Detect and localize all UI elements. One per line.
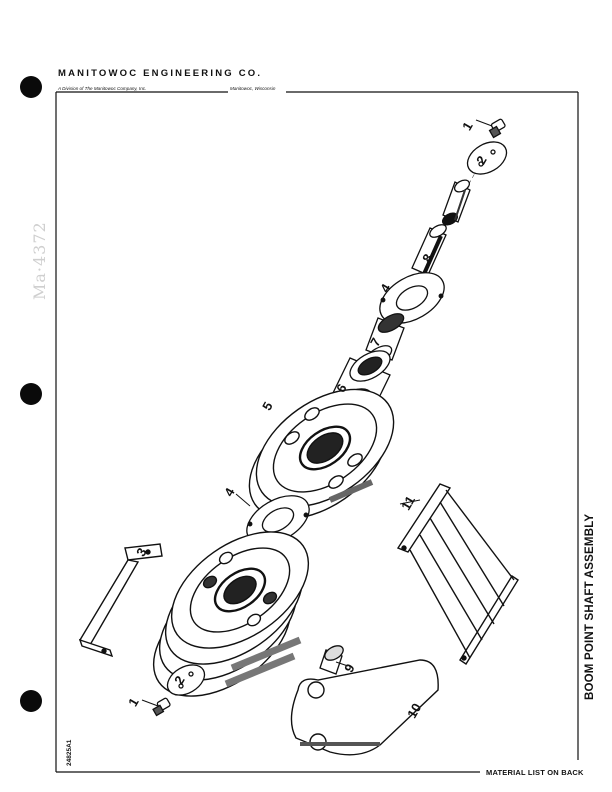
part-9-pin-cap: [319, 645, 344, 675]
binder-hole-middle: [20, 383, 42, 405]
drawing-title: BOOM POINT SHAFT ASSEMBLY: [584, 513, 596, 700]
part-10-side-plate: [290, 659, 439, 756]
part-5-sheave: [248, 388, 395, 520]
part-7-bushing: [365, 313, 405, 365]
part-2-cap-plate-bottom: [166, 664, 206, 696]
page-frame: [55, 91, 579, 773]
division-line: A Division of The Manitowoc Company, Inc…: [58, 86, 147, 91]
callout-10: 10: [404, 701, 424, 721]
material-list-note: MATERIAL LIST ON BACK: [486, 768, 584, 777]
document-number: 24825A1: [66, 739, 73, 766]
callout-1-bottom: 1: [125, 695, 142, 709]
part-shaft-sleeve: [441, 179, 471, 226]
callout-9: 9: [341, 661, 358, 675]
part-1-bolt-bottom: [152, 697, 171, 717]
callout-11: 11: [398, 493, 418, 512]
callout-1-top: 1: [459, 119, 476, 133]
part-4-washer-top: [379, 272, 445, 324]
binder-hole-bottom: [20, 690, 42, 712]
callout-5: 5: [259, 399, 276, 413]
part-11-guard-frame: [396, 483, 519, 665]
company-name: MANITOWOC ENGINEERING CO.: [58, 68, 263, 79]
triple-sheave-block: [152, 531, 310, 697]
part-3-bracket: [78, 543, 163, 658]
leader-lines: [141, 119, 493, 707]
location-line: Manitowoc, Wisconsin: [230, 86, 276, 91]
callout-4-middle: 4: [221, 485, 238, 499]
part-1-bolt-top: [488, 118, 506, 139]
part-2-cap-plate-top: [466, 141, 508, 175]
part-8-pin: [411, 224, 447, 276]
binder-hole-top: [20, 76, 42, 98]
